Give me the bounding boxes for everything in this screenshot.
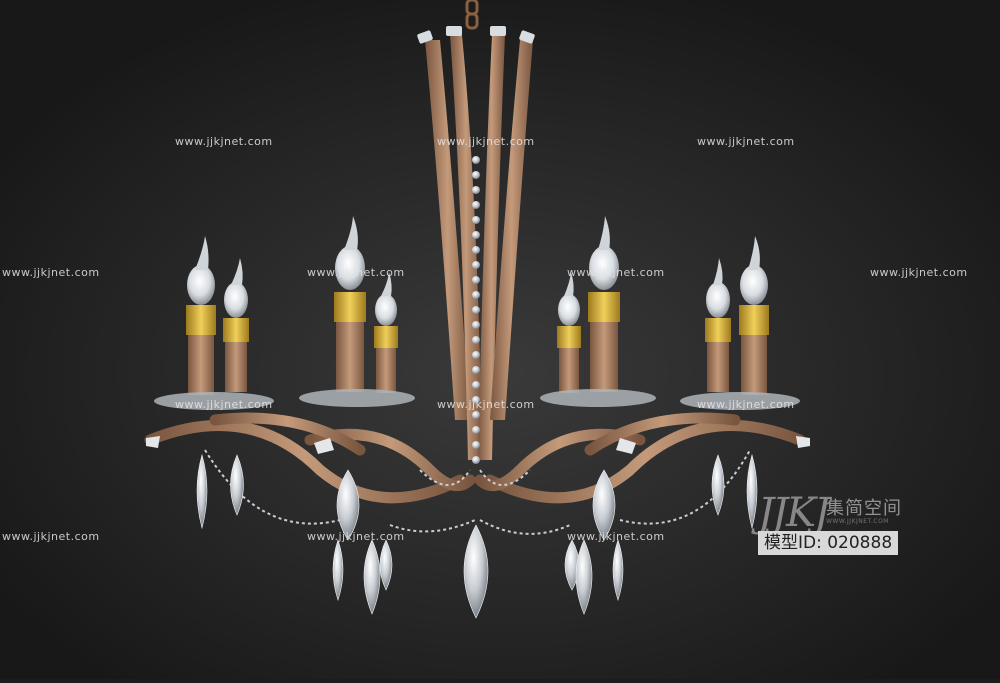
model-id-badge: 模型ID: 020888 — [758, 531, 899, 555]
candle — [186, 236, 216, 395]
watermark: www.jjkjnet.com — [697, 135, 795, 148]
watermark: www.jjkjnet.com — [175, 398, 273, 411]
candle — [223, 258, 249, 392]
candle — [374, 272, 398, 393]
arm-end-crystals — [146, 436, 810, 454]
watermark: www.jjkjnet.com — [437, 398, 535, 411]
crystal-garlands — [204, 449, 751, 535]
center-crystal-strand — [472, 156, 480, 464]
candle — [705, 258, 731, 392]
arms — [144, 412, 806, 504]
watermark: www.jjkjnet.com — [307, 266, 405, 279]
stem-caps — [417, 26, 535, 44]
watermark: www.jjkjnet.com — [2, 266, 100, 279]
watermark: www.jjkjnet.com — [870, 266, 968, 279]
crystal-pendants — [196, 453, 758, 619]
brand-logo: JJKJ 集简空间 WWW.JJKJNET.COM — [758, 490, 918, 560]
candles — [186, 216, 769, 395]
watermark: www.jjkjnet.com — [697, 398, 795, 411]
candle — [739, 236, 769, 395]
watermark: www.jjkjnet.com — [2, 530, 100, 543]
brand-logo-glyph: JJKJ — [758, 490, 830, 536]
candle — [588, 216, 620, 392]
watermark: www.jjkjnet.com — [175, 135, 273, 148]
brand-url: WWW.JJKJNET.COM — [826, 518, 889, 525]
watermark: www.jjkjnet.com — [567, 266, 665, 279]
chain — [465, 0, 479, 30]
candle — [334, 216, 366, 392]
brand-name: 集简空间 — [826, 498, 902, 519]
candle — [557, 272, 581, 393]
bobeches — [154, 389, 800, 410]
watermark: www.jjkjnet.com — [437, 135, 535, 148]
watermark: www.jjkjnet.com — [307, 530, 405, 543]
watermark: www.jjkjnet.com — [567, 530, 665, 543]
central-stem — [425, 35, 533, 460]
